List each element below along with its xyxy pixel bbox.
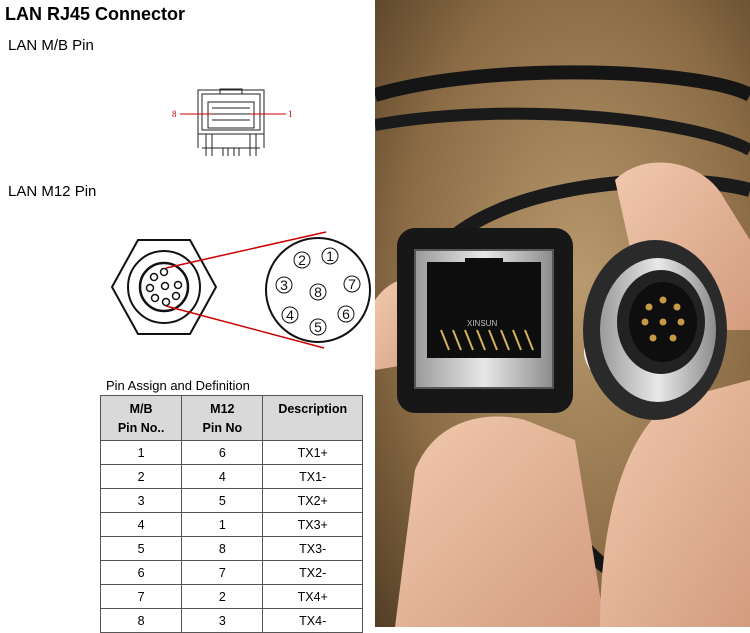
m12-pin-label-6: 6 xyxy=(342,306,350,322)
rj45-pin-1-label: 1 xyxy=(288,109,293,119)
m12-pin-heading: LAN M12 Pin xyxy=(8,183,97,200)
m12-pin-label-8: 8 xyxy=(314,284,322,300)
m12-pin-label-3: 3 xyxy=(280,277,288,293)
document-panel: LAN RJ45 Connector LAN M/B Pin 8 1 LAN M… xyxy=(0,0,375,633)
m12-pin-label-5: 5 xyxy=(314,319,322,335)
cable-imprint-text: XINSUN xyxy=(467,319,497,328)
table-caption: Pin Assign and Definition xyxy=(106,378,250,393)
m12-pin-label-2: 2 xyxy=(298,252,306,268)
mb-pin-heading: LAN M/B Pin xyxy=(8,37,94,54)
rj45-connector-diagram: 8 1 xyxy=(172,88,293,156)
cable-photo: XINSUN xyxy=(375,0,750,627)
description-header: Description xyxy=(262,395,363,441)
rj45-pin-8-label: 8 xyxy=(172,109,177,119)
m12-pin-label-7: 7 xyxy=(348,276,356,292)
m12-connector-diagram: 1 2 3 4 5 6 7 8 xyxy=(110,231,371,349)
m12-pin-label-1: 1 xyxy=(326,248,334,264)
m12-pin-label-4: 4 xyxy=(286,307,294,323)
cable-photo-illustration: XINSUN xyxy=(375,0,750,627)
page-title: LAN RJ45 Connector xyxy=(5,4,186,24)
